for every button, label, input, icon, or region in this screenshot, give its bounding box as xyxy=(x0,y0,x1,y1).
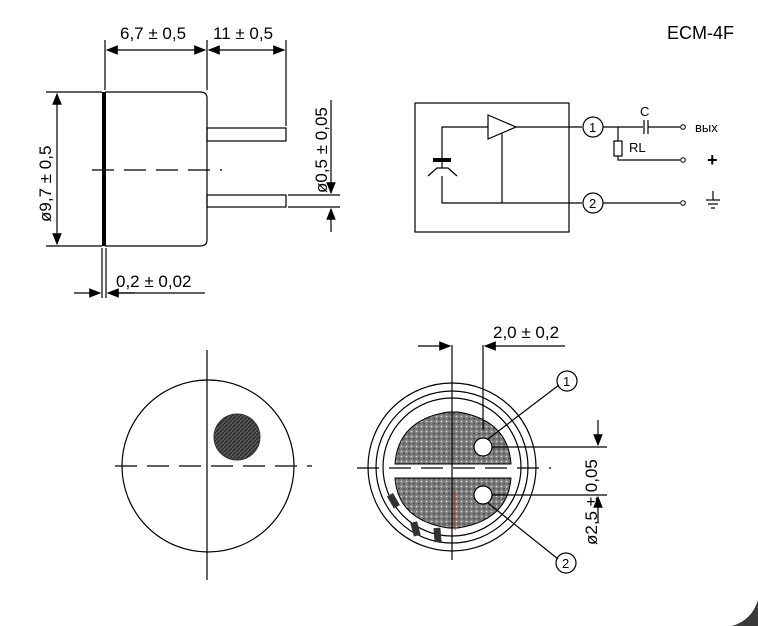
schematic-pin-2-label: 2 xyxy=(589,196,596,211)
sound-port xyxy=(213,413,261,461)
diameter-dimension: ø9,7 ± 0,5 xyxy=(36,146,55,222)
pad-lower xyxy=(394,477,512,529)
schematic-frame xyxy=(414,102,570,233)
callout-pin-1-label: 1 xyxy=(563,374,570,389)
length-dimension: 6,7 ± 0,5 xyxy=(120,24,186,43)
plus-label: + xyxy=(707,150,718,170)
lead-upper xyxy=(206,127,287,142)
front-view xyxy=(115,350,312,580)
lead-diameter-dimension: ø0,5 ± 0,05 xyxy=(312,107,331,193)
fet-symbol xyxy=(427,167,458,177)
callout-pin-1 xyxy=(556,370,578,392)
membrane-dimension: 0,2 ± 0,02 xyxy=(116,272,192,291)
resistor-label: RL xyxy=(629,140,646,155)
wiring-schematic: 1 2 C вых RL + xyxy=(414,102,720,233)
ground-icon xyxy=(706,191,720,209)
page-corner-shadow xyxy=(732,600,758,626)
pin-hole-2 xyxy=(473,485,493,505)
pad-upper xyxy=(394,411,512,465)
model-title: ECM-4F xyxy=(667,23,734,43)
pad-diameter-dimension: ø2,5 ± 0,05 xyxy=(582,459,601,545)
pin-hole-1 xyxy=(473,437,493,457)
callout-pin-2-label: 2 xyxy=(562,556,569,571)
capsule-body xyxy=(105,91,208,247)
lead-length-dimension: 11 ± 0,5 xyxy=(213,24,273,43)
pad-spacing-dimension: 2,0 ± 0,2 xyxy=(493,323,559,342)
schematic-pin-1-label: 1 xyxy=(589,120,596,135)
resistor-rl xyxy=(613,140,623,157)
lead-lower xyxy=(206,194,287,208)
side-view: 6,7 ± 0,5 11 ± 0,5 ø9,7 ± 0,5 ø0,5 ± 0,0… xyxy=(36,24,340,298)
callout-pin-2 xyxy=(555,552,577,574)
capacitor-label: C xyxy=(640,104,649,119)
bottom-view: 2,0 ± 0,2 ø2,5 ± 0,05 1 2 xyxy=(357,323,607,574)
output-label: вых xyxy=(695,120,718,135)
